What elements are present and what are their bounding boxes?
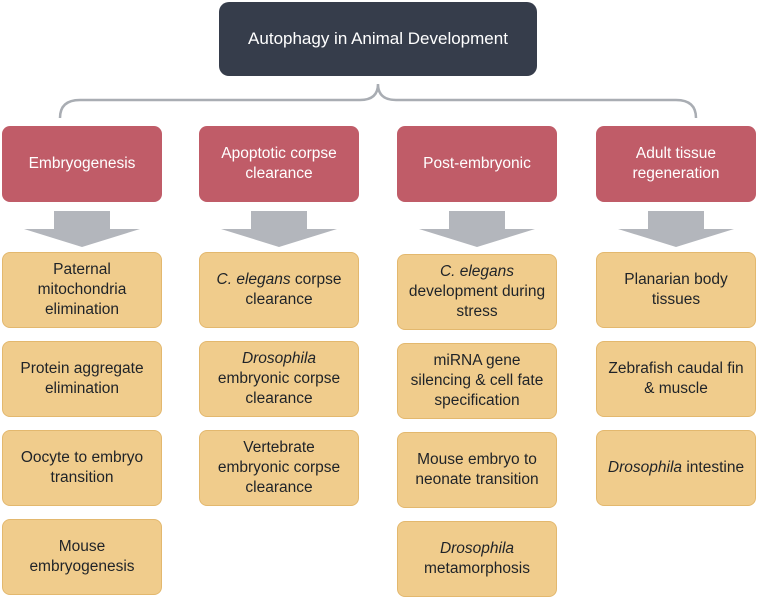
topic-box: Paternal mitochondria elimination (2, 252, 162, 328)
topic-label: Oocyte to embryo transition (20, 448, 144, 486)
category-header-2: Apoptotic corpse clearance (199, 126, 359, 202)
category-header-1: Embryogenesis (2, 126, 162, 202)
topic-label: miRNA gene silencing & cell fate specifi… (410, 351, 544, 410)
topic-box: Mouse embryogenesis (2, 519, 162, 595)
topic-label: Protein aggregate elimination (20, 359, 144, 397)
topic-box: Zebrafish caudal fin & muscle (596, 341, 756, 417)
topic-label: Planarian body tissues (624, 270, 728, 308)
species-name: C. elegans (439, 262, 515, 280)
topic-box: Oocyte to embryo transition (2, 430, 162, 506)
species-name: Drosophila (607, 458, 683, 476)
down-arrow-2 (221, 211, 337, 247)
topic-label: Mouse embryogenesis (29, 537, 135, 575)
down-arrow-4 (618, 211, 734, 247)
topic-label: Paternal mitochondria elimination (37, 260, 127, 319)
topic-label: C. elegans corpse clearance (216, 270, 342, 308)
topic-box: Mouse embryo to neonate transition (397, 432, 557, 508)
down-arrow-3 (419, 211, 535, 247)
topic-label: C. elegans development during stress (408, 262, 546, 321)
category-header-4: Adult tissue regeneration (596, 126, 756, 202)
topic-box: Vertebrate embryonic corpse clearance (199, 430, 359, 506)
topic-box: miRNA gene silencing & cell fate specifi… (397, 343, 557, 419)
topic-label: Vertebrate embryonic corpse clearance (217, 438, 341, 497)
category-header-3: Post-embryonic (397, 126, 557, 202)
topic-box: C. elegans corpse clearance (199, 252, 359, 328)
topic-label: Drosophila intestine (607, 458, 745, 476)
species-name: Drosophila (439, 539, 515, 557)
topic-box: Planarian body tissues (596, 252, 756, 328)
topic-box: Drosophila embryonic corpse clearance (199, 341, 359, 417)
topic-box: Protein aggregate elimination (2, 341, 162, 417)
diagram-title: Autophagy in Animal Development (219, 2, 537, 76)
species-name: Drosophila (241, 349, 317, 367)
down-arrow-1 (24, 211, 140, 247)
topic-label: Mouse embryo to neonate transition (415, 450, 539, 488)
topic-label: Drosophila embryonic corpse clearance (217, 349, 341, 408)
topic-label: Drosophila metamorphosis (424, 539, 530, 577)
topic-label: Zebrafish caudal fin & muscle (608, 359, 744, 397)
species-name: C. elegans (216, 270, 291, 288)
bracket-connector (58, 83, 698, 119)
topic-box: Drosophila intestine (596, 430, 756, 506)
topic-box: Drosophila metamorphosis (397, 521, 557, 597)
topic-box: C. elegans development during stress (397, 254, 557, 330)
